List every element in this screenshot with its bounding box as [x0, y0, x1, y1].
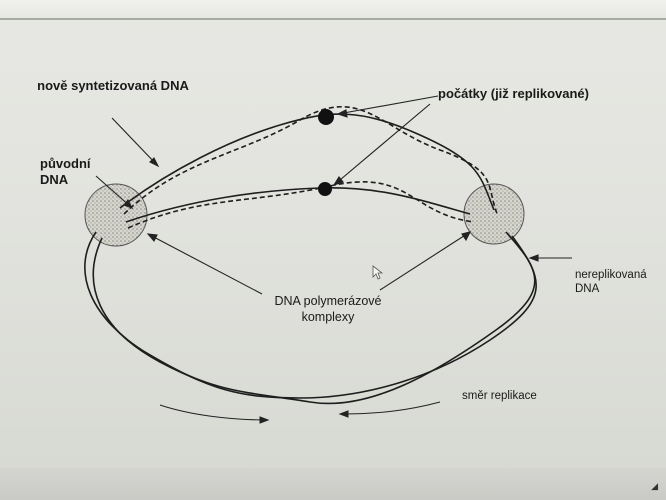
right-polymerase-complex [463, 183, 525, 245]
mouse-cursor-icon [372, 265, 384, 280]
dna-strands [84, 105, 537, 405]
direction-arrows [159, 401, 441, 424]
origin-dot-inner [318, 182, 332, 196]
pointer-lines [95, 95, 572, 295]
screen-bottom-bezel: ◢ [0, 468, 666, 500]
upper-loop-strand-a [119, 113, 495, 211]
label-origins: počátky (již replikované) [438, 86, 589, 101]
outer-loop-strand-b [92, 231, 536, 405]
label-polymerase-complexes: DNA polymerázové komplexy [274, 294, 382, 324]
label-unreplicated-dna: nereplikovaná DNA [575, 269, 647, 296]
origin-dot-upper [318, 109, 334, 125]
upper-loop-strand-b [123, 105, 499, 217]
outer-loop-strand-a [84, 231, 537, 399]
inner-loop-strand-a [125, 187, 471, 223]
label-newly-synthesized: nově syntetizovaná DNA [37, 78, 189, 93]
label-replication-direction: směr replikace [462, 390, 537, 402]
label-original-dna: původní DNA [40, 156, 91, 188]
window-top-edge [0, 0, 666, 20]
screen-corner-icon: ◢ [651, 481, 658, 491]
